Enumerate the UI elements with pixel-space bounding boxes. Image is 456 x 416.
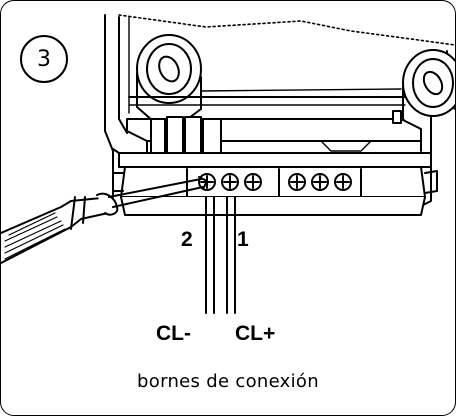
terminal-number-2: 2: [181, 228, 193, 251]
housing-left-wall: [104, 14, 114, 198]
terminal-number-1: 1: [237, 228, 249, 251]
screw-icon: [198, 173, 352, 191]
terminal-label-cl-plus: CL+: [235, 322, 276, 345]
screwdriver-icon: [1, 176, 208, 264]
housing-dotted-edge: [118, 14, 455, 46]
step-number-badge: 3: [20, 35, 68, 83]
wires: [205, 196, 236, 314]
right-mounting-boss: [402, 49, 455, 132]
step-number: 3: [37, 46, 51, 72]
terminal-label-cl-minus: CL-: [156, 322, 191, 345]
terminal-block-icon: [120, 166, 426, 198]
caption: bornes de conexión: [137, 371, 319, 392]
left-mounting-boss: [136, 34, 202, 122]
